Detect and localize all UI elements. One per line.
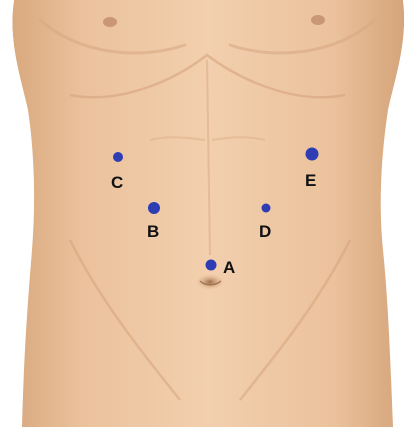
label-e: E: [305, 171, 316, 190]
left-nipple-icon: [103, 17, 117, 27]
label-c: C: [111, 173, 123, 192]
label-d: D: [259, 222, 271, 241]
label-a: A: [223, 258, 235, 277]
marker-a: [206, 260, 217, 271]
torso-skin: [12, 0, 404, 427]
right-nipple-icon: [311, 15, 325, 25]
marker-d: [262, 204, 271, 213]
marker-b: [148, 202, 160, 214]
marker-e: [306, 148, 319, 161]
label-b: B: [147, 222, 159, 241]
marker-c: [113, 152, 123, 162]
